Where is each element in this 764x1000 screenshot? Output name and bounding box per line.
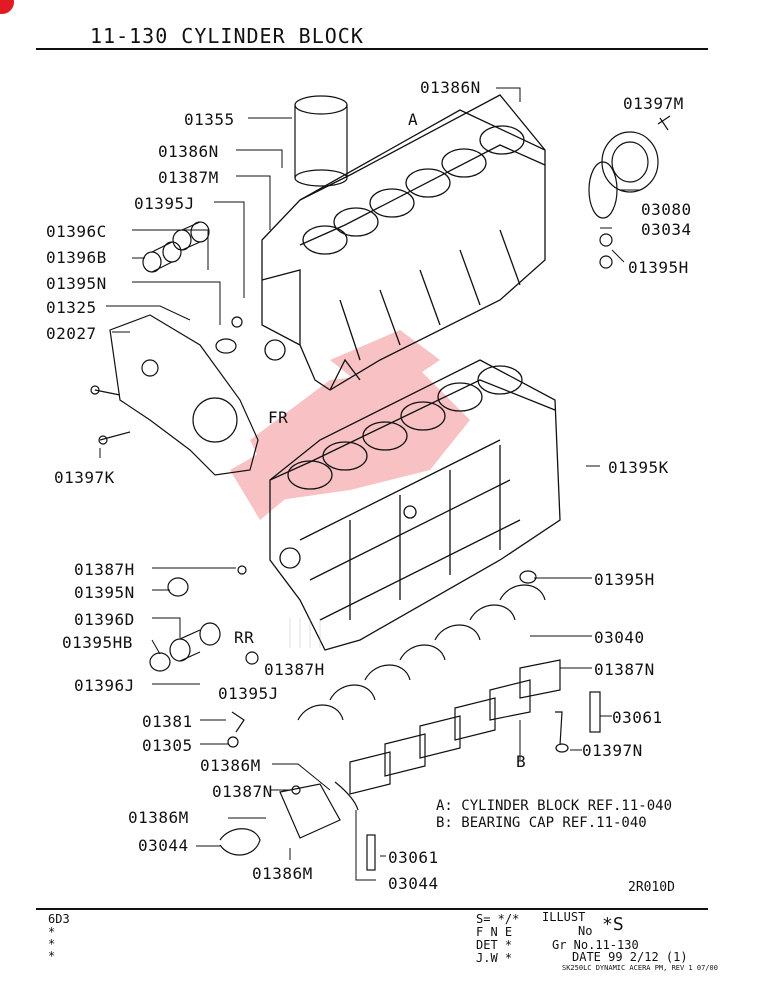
part-label-01395N-mid: 01395N [74, 583, 135, 602]
part-label-01395HB: 01395HB [62, 633, 133, 652]
part-label-01395N-top: 01395N [46, 274, 107, 293]
part-label-01397K: 01397K [54, 468, 115, 487]
footer-gr-no: Gr No.11-130 [552, 938, 639, 952]
part-label-01396J: 01396J [74, 676, 135, 695]
title-rule [36, 48, 708, 50]
legend-line-b: B: BEARING CAP REF.11-040 [436, 815, 647, 831]
part-label-01395J-mid: 01395J [218, 684, 279, 703]
part-label-03061-right: 03061 [612, 708, 663, 727]
bearing-caps [279, 659, 569, 839]
direction-label-FR: FR [268, 408, 289, 427]
front-plate [90, 314, 259, 476]
page-title: 11-130 CYLINDER BLOCK [90, 24, 364, 48]
part-label-03034: 03034 [641, 220, 692, 239]
part-label-01395H-top: 01395H [628, 258, 689, 277]
watermark-letters [289, 618, 321, 648]
part-label-01387H-left: 01387H [74, 560, 135, 579]
part-label-01396B: 01396B [46, 248, 107, 267]
part-label-01397N: 01397N [582, 741, 643, 760]
direction-label-RR: RR [234, 628, 255, 647]
part-label-01387N-low: 01387N [212, 782, 273, 801]
bushings-upper [142, 221, 243, 354]
part-label-01395K: 01395K [608, 458, 669, 477]
part-label-01387M: 01387M [158, 168, 219, 187]
footer-no: No [578, 924, 593, 938]
footer-left-code: 6D3 [48, 912, 70, 926]
rear-seal-housing [588, 115, 671, 269]
ref-label-A: A [408, 110, 419, 129]
part-label-02027: 02027 [46, 324, 97, 343]
main-bearings-upper [297, 570, 546, 721]
part-label-03044-low: 03044 [388, 874, 439, 893]
part-label-01386M-c: 01386M [252, 864, 313, 883]
bushings-lower [149, 565, 259, 672]
lower-cylinder-block [269, 359, 561, 651]
part-label-01386M-b: 01386M [128, 808, 189, 827]
legend-line-a: A: CYLINDER BLOCK REF.11-040 [436, 798, 673, 814]
part-label-01325: 01325 [46, 298, 97, 317]
part-label-01396C: 01396C [46, 222, 107, 241]
footer-illust: ILLUST [542, 910, 586, 924]
part-label-03061-low: 03061 [388, 848, 439, 867]
part-label-01386M-a: 01386M [200, 756, 261, 775]
footer-fne: F N E [476, 925, 513, 939]
ref-label-B: B [516, 752, 527, 771]
footer-model: SK250LC DYNAMIC ACERA PM, REV 1 07/00 [562, 964, 718, 972]
footer-rule [36, 908, 708, 910]
part-label-03080: 03080 [641, 200, 692, 219]
leader-lines [99, 87, 640, 881]
upper-cylinder-block [261, 94, 546, 391]
part-label-03044-left: 03044 [138, 836, 189, 855]
part-label-01387H-mid: 01387H [264, 660, 325, 679]
footer-date: DATE 99 2/12 (1) [572, 950, 688, 964]
part-label-01386N-top: 01386N [420, 78, 481, 97]
cylinder-liner [294, 95, 348, 187]
part-label-01397M: 01397M [623, 94, 684, 113]
part-label-01387N-right: 01387N [594, 660, 655, 679]
part-label-01386N: 01386N [158, 142, 219, 161]
footer-det: DET * [476, 938, 513, 952]
part-label-01395J-top: 01395J [134, 194, 195, 213]
part-label-01396D: 01396D [74, 610, 135, 629]
footer-s-line: S= */* [476, 912, 520, 926]
footer-star-3: * [48, 949, 56, 963]
footer-star-2: * [48, 937, 56, 951]
part-label-03040: 03040 [594, 628, 645, 647]
part-label-01355: 01355 [184, 110, 235, 129]
part-label-01395H-mid: 01395H [594, 570, 655, 589]
part-label-01381: 01381 [142, 712, 193, 731]
footer-illust-no: *S [602, 914, 624, 935]
drawing-code: 2R010D [628, 880, 675, 895]
part-label-01305: 01305 [142, 736, 193, 755]
footer-star-1: * [48, 925, 56, 939]
thrust-washers [219, 691, 601, 871]
footer-jw: J.W * [476, 951, 513, 965]
